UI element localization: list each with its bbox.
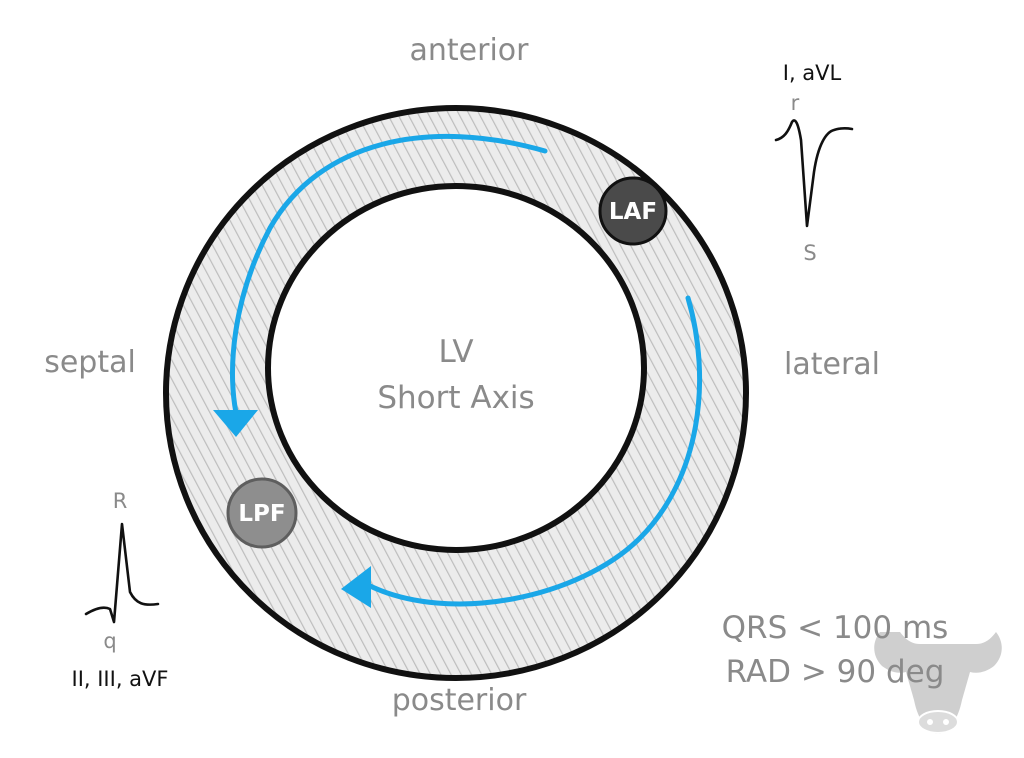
bull-head-icon <box>874 632 1002 734</box>
rs-complex-trace <box>774 119 854 228</box>
arrowhead-septal <box>213 410 258 437</box>
inferior-big-wave-label: R <box>113 489 128 513</box>
lv-wall-ring <box>163 105 749 681</box>
label-posterior: posterior <box>392 683 527 718</box>
laf-label: LAF <box>609 199 657 225</box>
inferior-lead-waveform: R q II, III, aVF <box>72 489 169 691</box>
outer-wall-outline <box>163 105 749 681</box>
qr-complex-trace <box>84 522 160 624</box>
laf-fascicle: LAF <box>598 176 668 246</box>
label-anterior: anterior <box>410 33 530 68</box>
criteria-qrs: QRS < 100 ms <box>722 610 949 646</box>
label-septal: septal <box>44 345 136 380</box>
lpf-fascicle: LPF <box>226 477 298 549</box>
arrowhead-lateral <box>341 566 371 608</box>
center-label-lv: LV <box>438 334 473 370</box>
lateral-leads-label: I, aVL <box>783 61 842 85</box>
activation-arrow-lateral <box>365 295 703 607</box>
lpf-label: LPF <box>238 501 285 527</box>
lateral-small-wave-label: r <box>791 91 800 115</box>
center-label-short-axis: Short Axis <box>377 380 534 416</box>
inner-wall-outline <box>265 183 647 553</box>
criteria-rad: RAD > 90 deg <box>726 654 945 690</box>
lateral-big-wave-label: S <box>803 241 816 265</box>
lateral-lead-waveform: I, aVL r S <box>774 61 854 265</box>
inferior-leads-label: II, III, aVF <box>72 667 169 691</box>
inferior-small-wave-label: q <box>103 629 116 653</box>
activation-arrow-septal <box>230 134 548 416</box>
label-lateral: lateral <box>784 347 880 382</box>
